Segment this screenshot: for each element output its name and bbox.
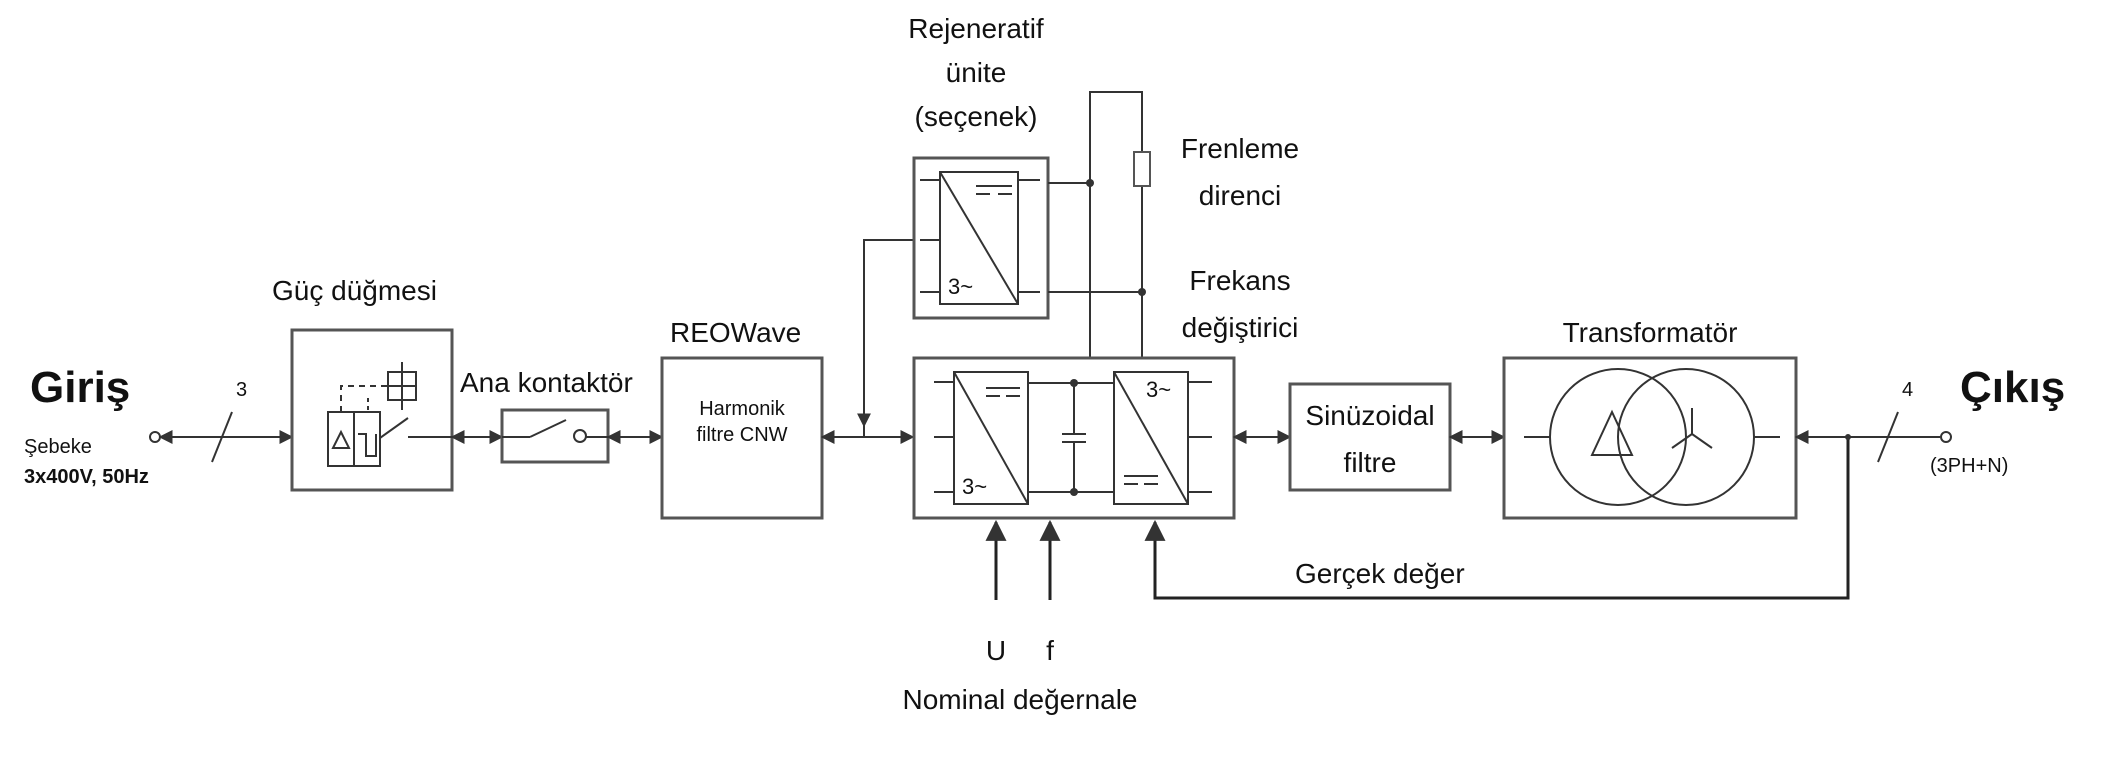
- converter-title-2: değiştirici: [1182, 312, 1299, 343]
- rectifier-ac-label: 3~: [962, 474, 987, 499]
- regen-title-3: (seçenek): [915, 101, 1038, 132]
- feedback-line: [1144, 437, 1850, 600]
- brake-title-1: Frenleme: [1181, 133, 1299, 164]
- regenerative-block: [912, 156, 1050, 320]
- regen-title-1: Rejeneratif: [908, 13, 1044, 44]
- output-title: Çıkış: [1960, 363, 2065, 412]
- power-switch-symbol-icon: [327, 362, 452, 467]
- inverter-ac-label: 3~: [1146, 377, 1171, 402]
- sine-filter-block: [1288, 382, 1452, 492]
- sine-filter-text-2: filtre: [1344, 447, 1397, 478]
- f-setpoint-label: f: [1046, 635, 1054, 666]
- output-terminal: [1940, 431, 1952, 443]
- converter-title-1: Frekans: [1189, 265, 1290, 296]
- power-switch-title: Güç düğmesi: [272, 275, 437, 306]
- junction-dot-upper: [1086, 179, 1094, 187]
- grid-label: Şebeke: [24, 436, 92, 458]
- reowave-text-1: Harmonik: [699, 398, 786, 420]
- reowave-text-2: filtre CNW: [696, 424, 787, 446]
- u-setpoint-label: U: [986, 635, 1006, 666]
- inverter-icon: [1113, 371, 1212, 505]
- grid-spec-label: 3x400V, 50Hz: [24, 466, 149, 488]
- regen-title-2: ünite: [946, 57, 1007, 88]
- contactor-switch-icon: [502, 419, 608, 443]
- feedback-label: Gerçek değer: [1295, 558, 1465, 589]
- output-phase-count: 4: [1902, 379, 1913, 401]
- reowave-title: REOWave: [670, 317, 801, 348]
- main-contactor-title: Ana kontaktör: [460, 367, 633, 398]
- input-title: Giriş: [30, 363, 130, 412]
- input-terminal: [149, 431, 161, 443]
- regen-converter-icon: [920, 171, 1040, 305]
- braking-resistor-icon: [1133, 151, 1151, 187]
- brake-loop-line: [1089, 91, 1143, 358]
- output-phase-slash: [1877, 411, 1899, 463]
- feedback-junction: [1845, 434, 1851, 440]
- dc-link-capacitor-icon: [1028, 379, 1114, 496]
- transformer-symbol-icon: [1524, 368, 1780, 506]
- setpoint-caption: Nominal değernale: [902, 684, 1137, 715]
- transformer-title: Transformatör: [1563, 317, 1738, 348]
- junction-dot-lower: [1138, 288, 1146, 296]
- regenerative-feed-line: [863, 239, 920, 437]
- sine-filter-text-1: Sinüzoidal: [1305, 400, 1434, 431]
- brake-title-2: direnci: [1199, 180, 1281, 211]
- power-switch-block: [290, 328, 454, 492]
- output-phase-note: (3PH+N): [1930, 455, 2008, 477]
- input-phase-count: 3: [236, 379, 247, 401]
- rectifier-icon: [934, 371, 1029, 505]
- phase-count-slash: [211, 411, 233, 463]
- regen-ac-label: 3~: [948, 274, 973, 299]
